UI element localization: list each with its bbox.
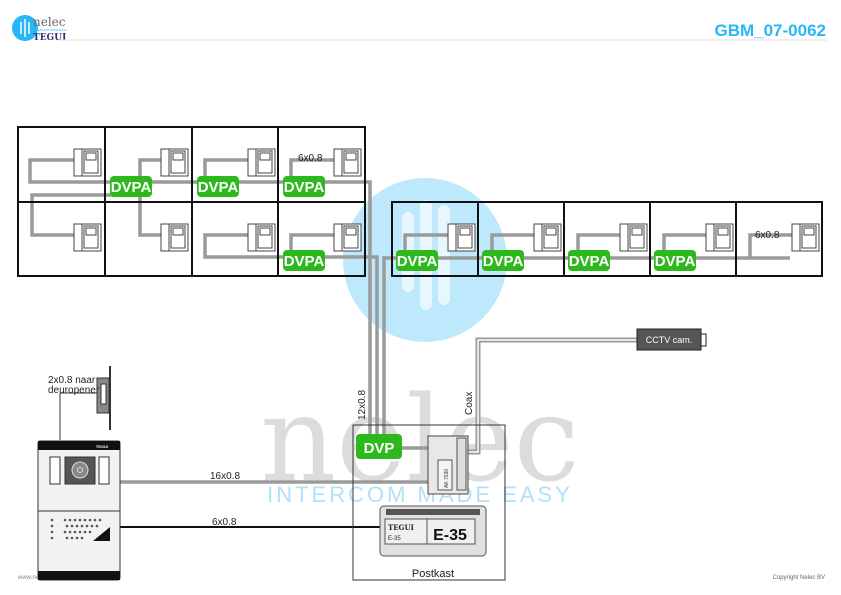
dvpa-label: DVPA [284, 179, 325, 196]
dvpa-badge: DVPA [197, 176, 239, 197]
dvpa-label: DVPA [483, 253, 524, 270]
dvpa-label: DVPA [397, 253, 438, 270]
dvpa-badge: DVPA [396, 250, 438, 271]
riser-cable-label: 12x0.8 [357, 390, 368, 420]
monitor-icon [333, 223, 362, 252]
postkast: Postkast DVP AK 7630 TEGUI E-35 E-35 [352, 424, 506, 581]
watermark-word: nelec [260, 370, 580, 508]
monitor-icon [247, 148, 276, 177]
dvpa-badge: DVPA [482, 250, 524, 271]
dvpa-label: DVPA [111, 179, 152, 196]
dvpa-label: DVPA [198, 179, 239, 196]
monitor-icon [619, 223, 648, 252]
dvp-badge: DVP [356, 434, 402, 459]
cable-label-top: 6x0.8 [298, 153, 323, 164]
dvpa-badge: DVPA [568, 250, 610, 271]
dvpa-label: DVPA [284, 253, 325, 270]
logo-bars-icon [20, 19, 30, 37]
dvpa-label: DVPA [655, 253, 696, 270]
logo-nelec: nelec [33, 15, 66, 29]
cctv-camera: CCTV cam. [636, 328, 707, 351]
psu-model: E-35 [433, 527, 467, 544]
speaker-grille-icon [50, 518, 102, 540]
dvpa-badge: DVPA [283, 176, 325, 197]
monitor-icon [447, 223, 476, 252]
logo-tagline: INTERCOM MADE EASY [33, 28, 67, 32]
watermark: nelec INTERCOM MADE EASY [260, 178, 580, 508]
panel-brand: TEGUI [96, 444, 108, 449]
postkast-label: Postkast [412, 568, 454, 580]
dvpa-badge: DVPA [654, 250, 696, 271]
dvpa-badge: DVPA [110, 176, 152, 197]
apartment-grid-right [391, 201, 823, 277]
ak-module: AK 7630 [427, 435, 469, 495]
watermark-logo-bars-icon [402, 200, 450, 310]
apartment-grid-left [17, 126, 366, 277]
header: nelec INTERCOM MADE EASY TEGUI GBM_07-00… [12, 15, 827, 43]
door-panel: TEGUI [37, 440, 121, 581]
door-opener [96, 366, 111, 430]
monitor-icon [160, 148, 189, 177]
monitor-icon [333, 148, 362, 177]
dvpa-label: DVPA [569, 253, 610, 270]
footer-website: www.nelec.nl [17, 575, 53, 581]
cable-6-label: 6x0.8 [212, 517, 237, 528]
monitor-icon [791, 223, 820, 252]
opener-label-2: deuropener [48, 385, 100, 396]
cable-16-label: 16x0.8 [210, 471, 240, 482]
psu-model-small: E-35 [388, 536, 401, 542]
monitor-icon [247, 223, 276, 252]
dvpa-badges: DVPA DVPA DVPA DVPA DVPA DVPA DVPA DVPA [110, 176, 696, 271]
dvp-label: DVP [364, 440, 395, 457]
opener-label-1: 2x0.8 naar [48, 375, 96, 386]
cctv-label: CCTV cam. [646, 335, 693, 345]
document-code: GBM_07-0062 [714, 21, 826, 40]
cable-label-right: 6x0.8 [755, 230, 780, 241]
e35-power-supply: TEGUI E-35 E-35 [379, 505, 487, 557]
monitor-icon [705, 223, 734, 252]
logo-tegui: TEGUI [33, 33, 66, 43]
watermark-tagline: INTERCOM MADE EASY [267, 482, 573, 507]
psu-brand: TEGUI [388, 523, 414, 532]
footer-copyright: Copyright Nelec BV [773, 575, 825, 581]
ak-module-label: AK 7630 [444, 469, 450, 488]
coax-label: Coax [464, 392, 475, 415]
monitor-icon [73, 148, 102, 177]
dvpa-badge: DVPA [283, 250, 325, 271]
monitor-icon [160, 223, 189, 252]
monitor-icon [73, 223, 102, 252]
monitor-icon [533, 223, 562, 252]
